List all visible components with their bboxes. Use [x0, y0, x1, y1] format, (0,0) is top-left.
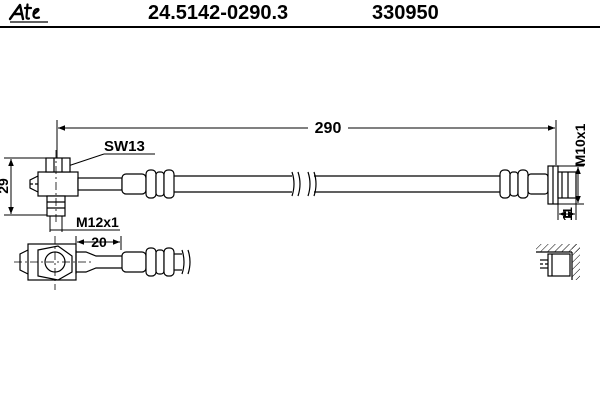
- title-bar: 24.5142-0290.3 330950: [0, 0, 600, 28]
- reference-number: 330950: [372, 2, 439, 24]
- left-thread-callout: M12x1: [49, 214, 120, 232]
- wrench-size-callout: SW13: [67, 138, 155, 167]
- hose-body: [121, 165, 577, 205]
- offset-label: 20: [91, 234, 107, 250]
- ate-logo: [8, 3, 48, 23]
- end-length-dimension: 11: [557, 198, 577, 221]
- section-detail: [536, 244, 580, 280]
- offset-dimension: 20: [75, 234, 122, 250]
- right-thread-label: M10x1: [572, 123, 588, 166]
- banjo-fitting-side: [29, 150, 123, 222]
- end-length-label: 11: [560, 207, 575, 221]
- hose-technical-drawing: 290 SW13: [0, 119, 588, 290]
- right-thread-dimension: M10x1: [558, 123, 588, 205]
- part-number: 24.5142-0290.3: [148, 2, 289, 24]
- height-dimension: 29: [0, 157, 47, 216]
- height-label: 29: [0, 178, 11, 194]
- wrench-size-label: SW13: [104, 138, 145, 155]
- banjo-fitting-top: [14, 236, 191, 290]
- overall-length-dimension: 290: [56, 119, 557, 165]
- overall-length-label: 290: [315, 120, 342, 137]
- left-thread-label: M12x1: [76, 214, 119, 230]
